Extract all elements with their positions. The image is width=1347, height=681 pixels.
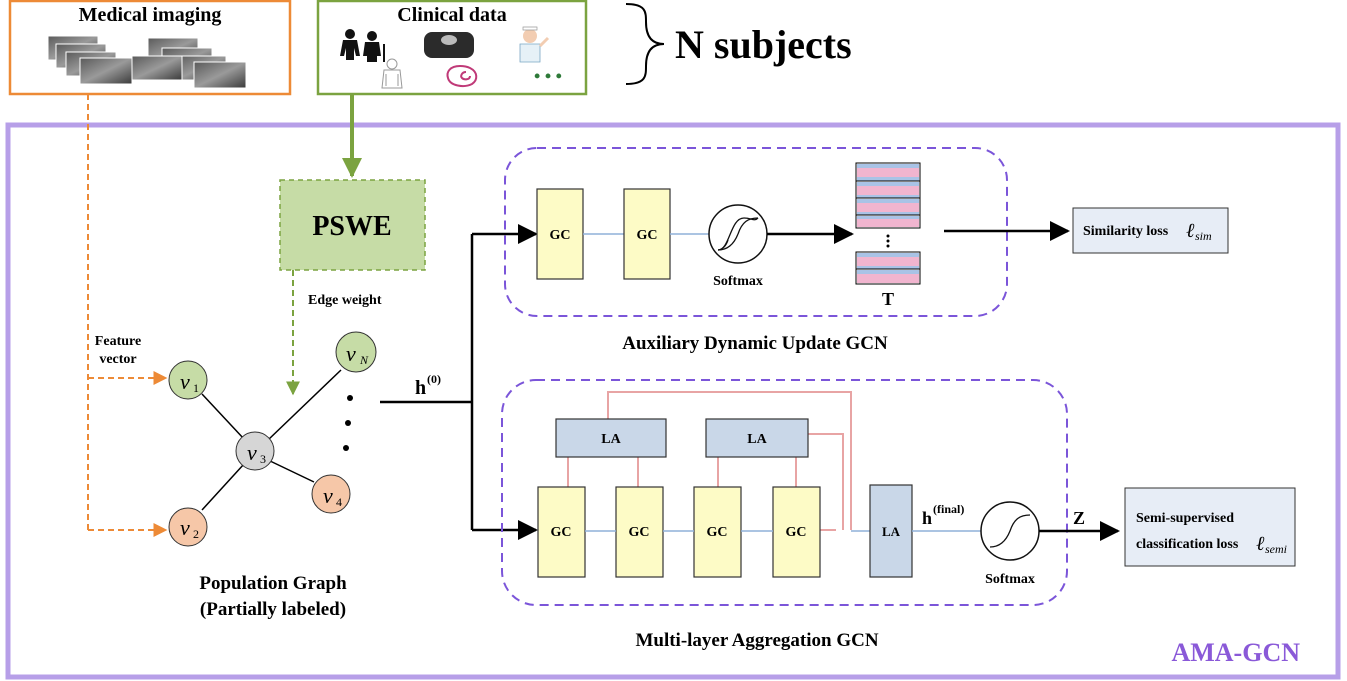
svg-text:v: v [180, 515, 190, 540]
svg-text:h: h [922, 508, 932, 528]
ultrasound-images-icon [47, 35, 247, 89]
more-ellipsis: • • • [534, 66, 562, 86]
multi-softmax-label: Softmax [985, 572, 1035, 587]
svg-text:N: N [359, 353, 369, 367]
multi-gc-1: GC [537, 486, 586, 578]
pswe-box [279, 179, 426, 271]
subjects-brace [625, 3, 665, 85]
multi-gc-3: GC [693, 486, 742, 578]
svg-text:v: v [346, 341, 356, 366]
scale-icon [424, 32, 474, 58]
svg-text:GC: GC [786, 525, 807, 540]
svg-text:Semi-supervised: Semi-supervised [1136, 511, 1234, 526]
svg-text:(0): (0) [427, 372, 441, 386]
multi-gc-4: GC [772, 486, 821, 578]
medical-imaging-box: Medical imaging [8, 0, 292, 96]
aux-gcn-title: Auxiliary Dynamic Update GCN [622, 333, 888, 354]
feature-vector-lines [87, 94, 168, 537]
aux-softmax-icon [708, 204, 768, 264]
feature-vector-label-1: Feature [95, 334, 141, 349]
aux-gc-1: GC [536, 188, 584, 280]
clinical-data-box: Clinical data • • • [316, 0, 588, 96]
svg-text:1: 1 [193, 381, 199, 395]
population-graph-label-2: (Partially labeled) [200, 599, 346, 620]
h0-label: h (0) [415, 372, 441, 399]
multi-softmax-icon [980, 501, 1040, 561]
matrix-t [855, 162, 921, 285]
population-graph: v 1 v 2 v 3 v 4 v N [168, 331, 377, 547]
svg-text:2: 2 [193, 527, 199, 541]
nurse-icon [519, 26, 550, 63]
svg-text:LA: LA [601, 432, 621, 447]
svg-text:semi: semi [1265, 542, 1287, 556]
svg-text:GC: GC [629, 525, 650, 540]
pregnant-woman-icon [446, 64, 478, 87]
svg-text:h: h [415, 377, 426, 399]
population-graph-label-1: Population Graph [199, 573, 347, 594]
n-subjects-label: N subjects [675, 22, 852, 67]
branch-lines [380, 224, 538, 540]
node-v3: v 3 [235, 431, 275, 471]
semi-loss-box: Semi-supervised classification loss ℓ se… [1124, 487, 1296, 567]
aux-softmax-label: Softmax [713, 274, 763, 289]
node-v2: v 2 [168, 507, 208, 547]
matrix-t-label: T [882, 289, 894, 309]
node-v4: v 4 [311, 474, 351, 514]
svg-text:4: 4 [336, 495, 342, 509]
svg-text:(final): (final) [933, 502, 964, 516]
edge-weight-label: Edge weight [308, 293, 382, 308]
h-final-label: h (final) [922, 502, 964, 528]
svg-text:GC: GC [707, 525, 728, 540]
svg-text:LA: LA [747, 432, 767, 447]
svg-text:v: v [180, 369, 190, 394]
clinical-data-label: Clinical data [397, 4, 506, 26]
multi-gcn-frame [501, 379, 1068, 606]
la-box-2: LA [705, 418, 809, 458]
svg-text:classification loss: classification loss [1136, 537, 1239, 552]
svg-text:v: v [247, 440, 257, 465]
svg-text:3: 3 [260, 452, 266, 466]
svg-text:sim: sim [1195, 229, 1212, 243]
svg-text:v: v [323, 483, 333, 508]
node-v1: v 1 [168, 360, 208, 400]
svg-text:GC: GC [550, 228, 571, 243]
elderly-person-icon [381, 58, 403, 89]
z-label: Z [1073, 508, 1085, 528]
la-box-1: LA [555, 418, 667, 458]
pswe-label: PSWE [312, 211, 391, 242]
aux-gc-2: GC [623, 188, 671, 280]
ama-gcn-label: AMA-GCN [1171, 638, 1300, 667]
elderly-couple-icon [340, 29, 385, 62]
svg-text:Similarity loss: Similarity loss [1083, 224, 1169, 239]
medical-imaging-label: Medical imaging [79, 4, 222, 26]
graph-more-dots [343, 395, 353, 451]
multi-gcn-title: Multi-layer Aggregation GCN [635, 630, 878, 651]
la-box-final: LA [869, 484, 913, 578]
similarity-loss-box: Similarity loss ℓ sim [1072, 207, 1229, 254]
svg-text:GC: GC [637, 228, 658, 243]
svg-text:LA: LA [882, 524, 901, 539]
multi-gc-2: GC [615, 486, 664, 578]
svg-text:ℓ: ℓ [1256, 533, 1265, 555]
svg-text:GC: GC [551, 525, 572, 540]
node-vn: v N [335, 331, 377, 373]
svg-text:ℓ: ℓ [1186, 220, 1195, 242]
skip-connections [567, 391, 852, 531]
feature-vector-label-2: vector [99, 352, 136, 367]
